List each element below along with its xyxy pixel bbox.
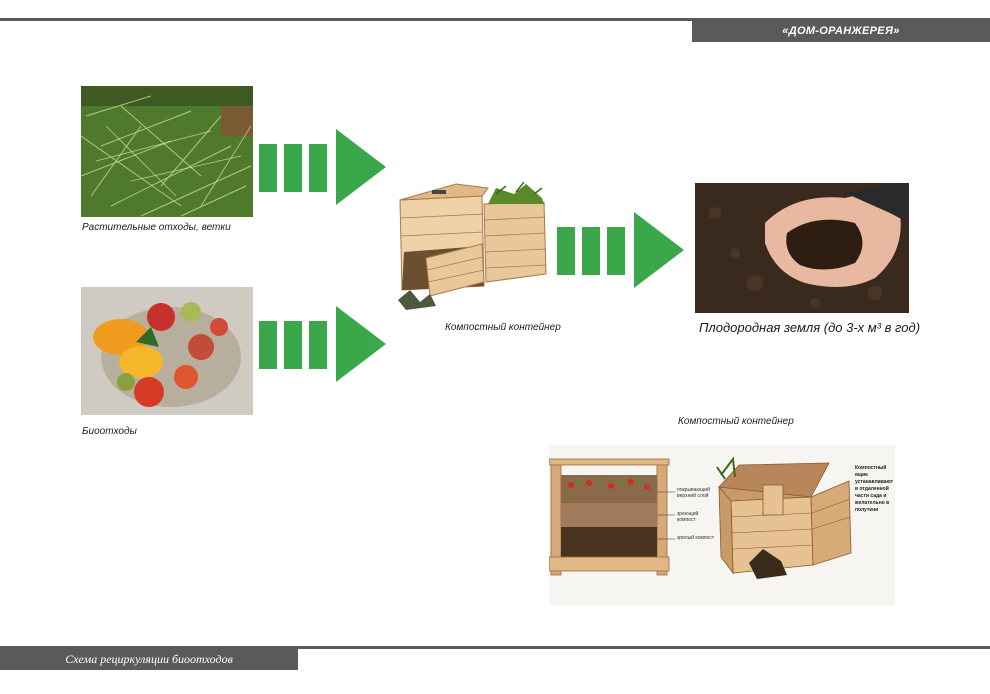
fertile-soil-caption: Плодородная земля (до 3-х м³ в год) (699, 320, 921, 335)
plant-waste-photo (81, 86, 253, 217)
compost-container-illustration (396, 181, 550, 314)
detail-layer-label-top: покрывающий верхний слой (677, 487, 710, 499)
bio-waste-caption: Биоотходы (82, 426, 137, 437)
footer-title: Схема рециркуляции биоотходов (0, 648, 298, 670)
fertile-soil-photo (695, 183, 909, 313)
bio-waste-photo (81, 287, 253, 415)
flow-arrow-icon (259, 129, 386, 205)
detail-note: Компостный ящик устанавливают в отдаленн… (855, 465, 894, 513)
footer-rule (0, 646, 990, 649)
header-rule (0, 18, 990, 21)
compost-container-caption: Компостный контейнер (445, 322, 561, 333)
flow-arrow-icon (259, 306, 386, 382)
plant-waste-caption: Растительные отходы, ветки (82, 222, 231, 233)
flow-arrow-icon (557, 212, 684, 288)
detail-title: Компостный контейнер (678, 416, 794, 427)
detail-layer-label-middle: зреющий компост (677, 511, 699, 523)
detail-layer-label-bottom: зрелый компост (677, 535, 715, 541)
brand-label: «ДОМ-ОРАНЖЕРЕЯ» (692, 20, 990, 42)
compost-detail-illustration: покрывающий верхний слой зреющий компост… (548, 445, 895, 605)
